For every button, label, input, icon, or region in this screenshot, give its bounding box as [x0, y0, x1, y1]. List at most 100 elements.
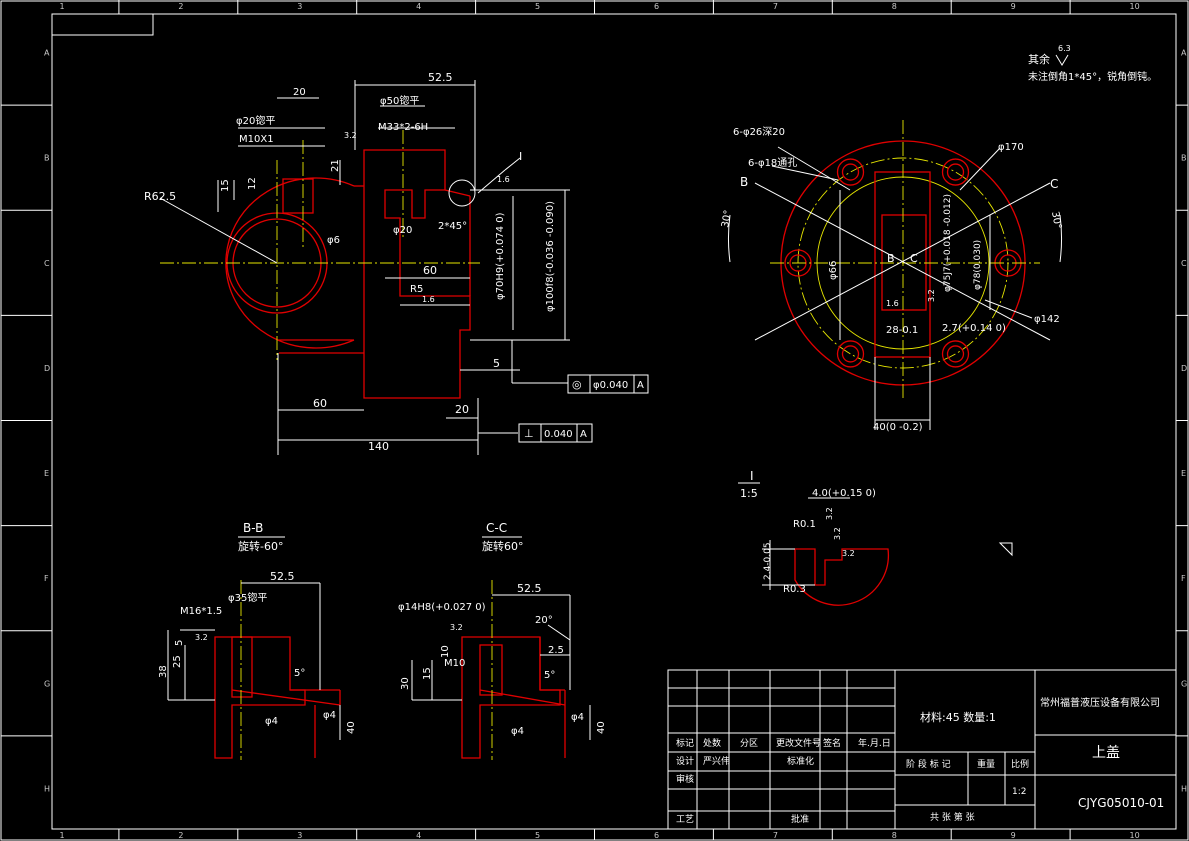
bb-dim-25: 25 [172, 655, 183, 668]
bb-phi4a: φ4 [265, 716, 278, 727]
dim-40: 40(0 -0.2) [873, 422, 923, 433]
tb-design-label: 设计 [676, 755, 694, 767]
bb-dim-m16: M16*1.5 [180, 606, 222, 617]
bb-phi4b: φ4 [323, 710, 336, 721]
dim-phi6: φ6 [327, 235, 340, 246]
rough-16a: 1.6 [422, 295, 435, 304]
dim-12: 12 [247, 177, 258, 190]
detail-d24: 2.4-0.05 [763, 542, 773, 580]
grid-number-2: 2 [178, 2, 183, 11]
note-rest: 其余 [1028, 52, 1050, 66]
bb-ang-5: 5° [294, 668, 305, 679]
cc-dim-40: 40 [596, 721, 607, 734]
label-c: C [1050, 177, 1058, 191]
tb-rev-h4: 签名 [823, 737, 841, 749]
tb-drawing-no: CJYG05010-01 [1078, 796, 1164, 810]
bolt-hole [941, 158, 970, 186]
tb-material: 材料:45 数量:1 [920, 710, 996, 724]
grid-number-1: 1 [59, 2, 64, 11]
cc-rough: 3.2 [450, 623, 463, 632]
dim-chamfer: 2*45° [438, 221, 467, 232]
cc-dim-10: 10 [440, 645, 451, 658]
callout-i: I [519, 150, 522, 163]
dim-20: 20 [293, 87, 306, 98]
bolt-hole [841, 163, 860, 181]
tb-rev-h0: 标记 [676, 737, 694, 749]
grid-letter-B: B [44, 154, 50, 163]
grid-number-3: 3 [297, 831, 302, 840]
tb-process-label: 工艺 [676, 814, 694, 825]
center-c: C [910, 252, 918, 265]
bb-dim-5: 5 [174, 640, 185, 646]
tb-stage-label: 阶 段 标 记 [906, 758, 951, 770]
grid-letter-H: H [44, 784, 50, 793]
tb-approve-label: 批准 [791, 813, 809, 825]
detail-i: I 1:5 4.0(+0.15 0) R0.1 R0.3 2.4-0.05 3.… [738, 469, 1013, 606]
dim-21: 21 [330, 159, 341, 172]
dim-phi50-flat: φ50锪平 [380, 94, 419, 107]
bolt-hole [836, 340, 865, 368]
grid-letter-C: C [44, 259, 50, 268]
bolt-hole [941, 340, 970, 368]
cc-dim-15: 15 [422, 667, 433, 680]
grid-number-8: 8 [892, 831, 897, 840]
grid-letter-A: A [44, 49, 50, 58]
bolt-hole [946, 163, 965, 181]
cc-m10: M10 [444, 658, 465, 669]
bolt-hole [841, 345, 860, 363]
grid-letter-C: C [1181, 259, 1187, 268]
notes: 其余 6.3 未注倒角1*45°，锐角倒钝。 [1028, 44, 1157, 83]
section-bb: B-B 旋转-60° 52.5 φ35锪平 M16*1.5 5 38 25 3.… [158, 521, 357, 760]
dim-phi20-flat: φ20锪平 [236, 114, 275, 127]
note-chamfer: 未注倒角1*45°，锐角倒钝。 [1028, 70, 1157, 83]
tol-perp-datum: A [580, 429, 587, 440]
rough-32: 3.2 [344, 131, 357, 140]
grid-letter-E: E [1181, 469, 1186, 478]
tol-conc-value: φ0.040 [593, 380, 628, 391]
grid-number-4: 4 [416, 2, 421, 11]
grid-number-6: 6 [654, 831, 659, 840]
grid-letter-H: H [1181, 784, 1187, 793]
bb-dim-52-5: 52.5 [270, 570, 295, 583]
ang-30-right: 30° [1049, 211, 1063, 230]
grid-letter-F: F [44, 574, 49, 583]
grid-number-10: 10 [1130, 2, 1140, 11]
detail-scale: 1:5 [740, 487, 758, 500]
dim-140: 140 [368, 440, 389, 453]
detail-r03: R0.3 [783, 584, 806, 595]
bb-dim-40: 40 [346, 721, 357, 734]
cc-phi4a: φ4 [511, 726, 524, 737]
ang-30-left: 30° [720, 209, 734, 228]
nipple-section [282, 178, 314, 214]
tb-review-label: 审核 [676, 773, 694, 785]
slot-section [874, 171, 931, 358]
detail-dim4: 4.0(+0.15 0) [812, 488, 876, 499]
dim-phi66: φ66 [828, 261, 839, 280]
dim-20-low: 20 [455, 403, 469, 416]
dim-phi75: φ75J7(+0.018 -0.012) [943, 194, 953, 292]
grid-letter-B: B [1181, 154, 1187, 163]
bb-section [214, 636, 306, 759]
side-view: 6-φ26深20 6-φ18通孔 φ170 B C 30° 30° φ66 φ7… [720, 120, 1063, 433]
note-rest-roughness: 6.3 [1058, 44, 1071, 53]
tol-conc-symbol: ◎ [572, 378, 582, 391]
grid-number-7: 7 [773, 831, 778, 840]
top-left-box [51, 13, 154, 36]
grid-number-5: 5 [535, 2, 540, 11]
dim-52-5: 52.5 [428, 71, 453, 84]
tb-rev-h3: 更改文件号 [776, 737, 821, 749]
dim-r5: R5 [410, 284, 423, 295]
dim-phi20: φ20 [393, 225, 412, 236]
grid-letter-F: F [1181, 574, 1186, 583]
tb-company: 常州福普液压设备有限公司 [1040, 696, 1160, 709]
detail-i-circle [448, 179, 476, 207]
tb-scale-value: 1:2 [1012, 787, 1026, 797]
tb-design-name: 严兴伟 [703, 755, 730, 767]
grid-number-4: 4 [416, 831, 421, 840]
dim-phi170: φ170 [998, 142, 1024, 153]
tb-part-name: 上盖 [1092, 745, 1120, 761]
dim-phi142: φ142 [1034, 314, 1060, 325]
tol-conc-datum: A [637, 380, 644, 391]
